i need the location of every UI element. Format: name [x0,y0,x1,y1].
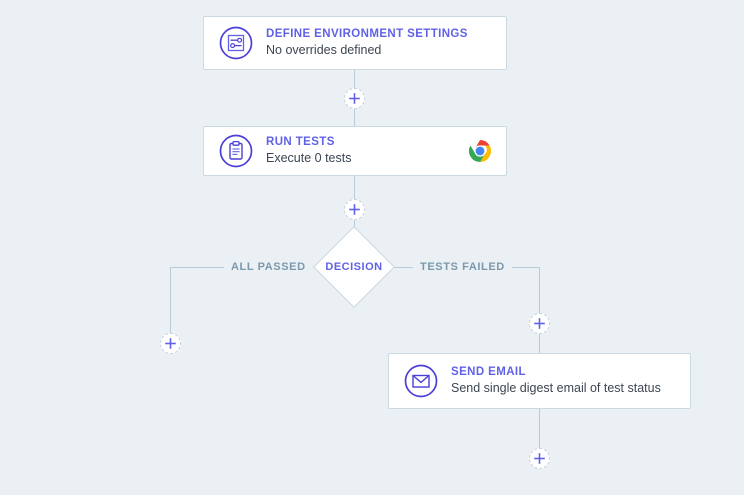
node-send-email[interactable]: SEND EMAIL Send single digest email of t… [388,353,691,409]
clipboard-icon [218,133,254,169]
node-define-environment-settings[interactable]: DEFINE ENVIRONMENT SETTINGS No overrides… [203,16,507,70]
node-subtitle: Execute 0 tests [266,151,352,165]
connector-right-branch-down [539,267,540,314]
connector-run-tests-to-plus2 [354,176,355,199]
add-step-all-passed-branch[interactable] [160,333,181,354]
add-step-after-define-environment-settings[interactable] [344,88,365,109]
plus-icon [534,318,545,329]
plus-icon [534,453,545,464]
node-text-block: SEND EMAIL Send single digest email of t… [451,365,676,397]
decision-diamond-shape [312,225,396,309]
node-title: RUN TESTS [266,136,335,148]
branch-label-tests-failed: TESTS FAILED [413,260,512,274]
node-title: DEFINE ENVIRONMENT SETTINGS [266,28,468,40]
plus-icon [165,338,176,349]
connector-define-to-plus1 [354,70,355,89]
node-title: SEND EMAIL [451,366,526,378]
add-step-after-send-email[interactable] [529,448,550,469]
connector-plus4-to-send-email [539,334,540,354]
plus-icon [349,204,360,215]
connector-plus2-to-decision [354,219,355,227]
plus-icon [349,93,360,104]
add-step-after-run-tests[interactable] [344,199,365,220]
connector-left-branch-down [170,267,171,334]
sliders-settings-icon [218,25,254,61]
connector-send-email-to-plus5 [539,409,540,449]
node-run-tests[interactable]: RUN TESTS Execute 0 tests [203,126,507,176]
node-subtitle: Send single digest email of test status [451,381,661,395]
connector-plus1-to-run-tests [354,108,355,127]
node-subtitle: No overrides defined [266,43,382,57]
branch-label-all-passed: ALL PASSED [224,260,313,274]
chrome-browser-icon [468,139,492,163]
node-text-block: RUN TESTS Execute 0 tests [266,135,458,167]
add-step-tests-failed-branch[interactable] [529,313,550,334]
envelope-icon [403,363,439,399]
node-text-block: DEFINE ENVIRONMENT SETTINGS No overrides… [266,27,492,59]
decision-node[interactable]: DECISION [312,225,396,309]
